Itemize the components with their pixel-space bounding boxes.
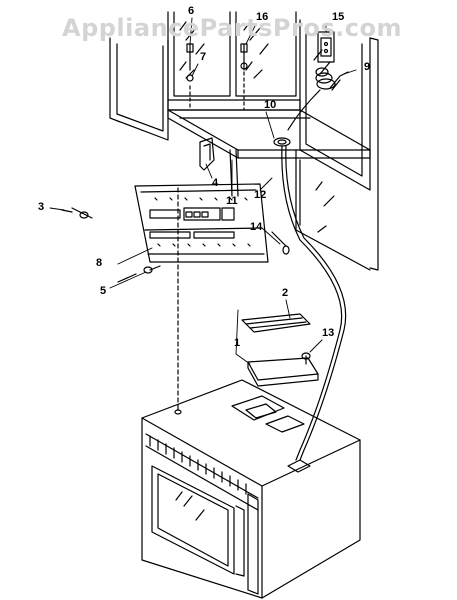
right-cabinet bbox=[295, 19, 379, 271]
microwave-oven bbox=[141, 379, 361, 599]
callout-14: 14 bbox=[250, 221, 263, 233]
callout-7: 7 bbox=[200, 51, 207, 63]
top-mounting-plate bbox=[134, 183, 269, 263]
wall-outlet bbox=[317, 31, 335, 63]
charcoal-filter-tray bbox=[247, 357, 319, 387]
callout-15: 15 bbox=[332, 11, 345, 23]
callout-6: 6 bbox=[188, 5, 195, 17]
power-cord bbox=[281, 145, 347, 461]
callout-13: 13 bbox=[322, 327, 335, 339]
grease-filter-part bbox=[241, 313, 311, 333]
callout-2: 2 bbox=[282, 287, 289, 299]
cord-grommet bbox=[273, 137, 291, 147]
plate-screws bbox=[61, 207, 290, 283]
screw-13 bbox=[301, 352, 311, 365]
callout-16: 16 bbox=[256, 11, 269, 23]
callout-4: 4 bbox=[212, 177, 219, 189]
callout-9: 9 bbox=[364, 61, 371, 73]
callout-11: 11 bbox=[226, 195, 238, 207]
callout-12: 12 bbox=[254, 189, 267, 201]
callout-3: 3 bbox=[38, 201, 45, 213]
callout-5: 5 bbox=[100, 285, 107, 297]
rail-item-11 bbox=[229, 149, 239, 197]
center-cabinet bbox=[167, 11, 301, 111]
leader-lines bbox=[49, 17, 357, 365]
callout-8: 8 bbox=[96, 257, 103, 269]
left-cabinet bbox=[109, 37, 169, 141]
callout-10: 10 bbox=[264, 99, 277, 111]
cabinet-bottom bbox=[167, 109, 371, 159]
mounting-bracket-clip bbox=[199, 137, 215, 171]
callout-1: 1 bbox=[234, 337, 241, 349]
top-cabinet-screws bbox=[186, 43, 248, 111]
